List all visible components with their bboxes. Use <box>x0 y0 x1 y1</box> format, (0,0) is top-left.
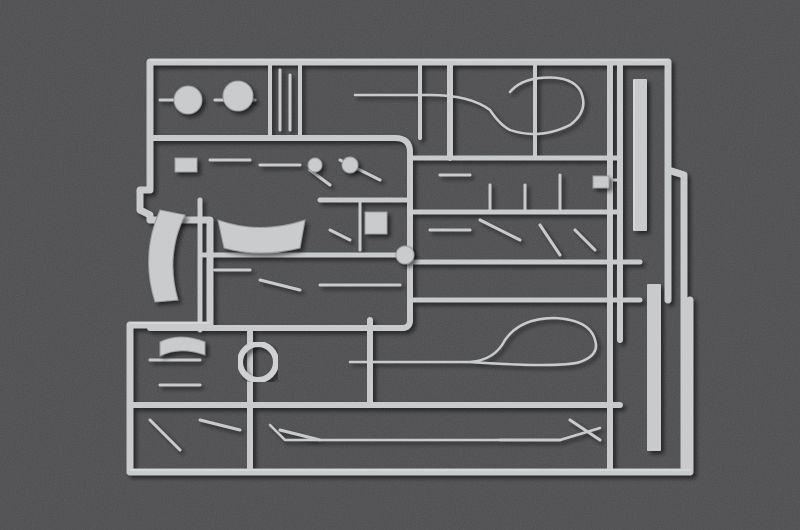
round-part-4 <box>341 156 359 174</box>
round-part-3 <box>307 157 323 173</box>
highlights <box>130 59 690 471</box>
block-part-2 <box>174 157 198 173</box>
outer-frame-lower <box>126 296 694 476</box>
rod-part-right-lower <box>647 284 661 451</box>
wire-part-top <box>353 76 585 136</box>
ring-part <box>237 341 279 383</box>
wire-part-middle <box>348 316 598 367</box>
inner-rail-upper-right <box>407 155 643 303</box>
round-part-5 <box>395 245 415 265</box>
inner-rail-left <box>197 197 413 333</box>
sprue-frame <box>126 58 694 476</box>
curved-panel-part <box>217 219 306 254</box>
sprue-parts <box>148 80 610 357</box>
wire-part-bottom <box>268 423 602 442</box>
rod-part-right-upper <box>633 79 647 231</box>
inner-rail-top <box>147 135 413 331</box>
round-part-1 <box>173 85 203 115</box>
round-part-2 <box>222 80 254 112</box>
block-part-3 <box>592 175 610 189</box>
bracket-part <box>159 336 206 357</box>
outer-frame-right <box>664 58 688 474</box>
curved-panel-left <box>148 209 186 303</box>
inner-rail-center <box>268 60 537 160</box>
block-part-1 <box>364 211 388 235</box>
inner-rail-mid <box>127 59 623 475</box>
